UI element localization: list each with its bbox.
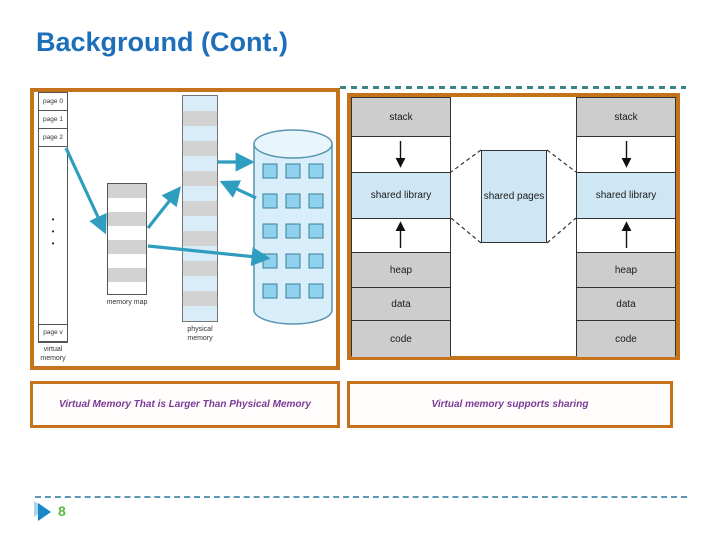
arrow-vm-to-map xyxy=(64,147,107,235)
page-number: 8 xyxy=(58,503,66,519)
shared-pages-box: shared pages xyxy=(481,150,547,243)
virtual-memory-column: page 0 page 1 page 2 page v xyxy=(38,92,68,343)
stack-growth-cell xyxy=(577,137,675,173)
vm-ellipsis: • • • xyxy=(51,215,55,248)
disk-page-grid xyxy=(262,163,324,299)
data-cell: data xyxy=(577,288,675,321)
process-a-column: stack shared library heap data code xyxy=(351,97,451,357)
vm-page-cell: page 1 xyxy=(39,111,67,129)
arrow-disk-to-physical xyxy=(219,180,257,200)
footer-dashed-divider xyxy=(35,496,687,498)
arrow-map-to-physical xyxy=(146,186,181,229)
shared-pages-label: shared pages xyxy=(483,191,545,202)
stack-cell: stack xyxy=(577,98,675,137)
data-cell: data xyxy=(352,288,450,321)
code-cell: code xyxy=(577,321,675,357)
vm-page-cell-last: page v xyxy=(38,324,68,342)
physical-memory-label: physical memory xyxy=(187,326,213,342)
memory-map-label: memory map xyxy=(106,299,148,306)
stack-cell: stack xyxy=(352,98,450,137)
left-figure-frame: page 0 page 1 page 2 page v • • • virtua… xyxy=(30,88,340,370)
code-cell: code xyxy=(352,321,450,357)
left-caption: Virtual Memory That is Larger Than Physi… xyxy=(59,398,311,410)
shared-library-cell: shared library xyxy=(577,173,675,219)
right-figure-frame: stack shared library heap data code stac… xyxy=(347,93,680,360)
heap-cell: heap xyxy=(577,253,675,288)
left-caption-frame: Virtual Memory That is Larger Than Physi… xyxy=(30,381,340,428)
shared-library-cell: shared library xyxy=(352,173,450,219)
backing-store-cylinder xyxy=(253,129,333,325)
vm-page-cell: page 2 xyxy=(39,129,67,147)
right-caption: Virtual memory supports sharing xyxy=(431,398,589,410)
heap-growth-cell xyxy=(352,219,450,253)
memory-map-column xyxy=(107,183,147,295)
physical-memory-column xyxy=(182,95,218,322)
process-b-column: stack shared library heap data code xyxy=(576,97,676,357)
stack-growth-cell xyxy=(352,137,450,173)
vm-page-cell: page 0 xyxy=(39,93,67,111)
page-title: Background (Cont.) xyxy=(36,27,288,57)
heap-cell: heap xyxy=(352,253,450,288)
heap-growth-cell xyxy=(577,219,675,253)
top-dashed-divider xyxy=(340,86,686,89)
right-caption-frame: Virtual memory supports sharing xyxy=(347,381,673,428)
virtual-memory-label: virtual memory xyxy=(40,346,66,362)
page-marker-triangle-icon xyxy=(38,503,51,521)
